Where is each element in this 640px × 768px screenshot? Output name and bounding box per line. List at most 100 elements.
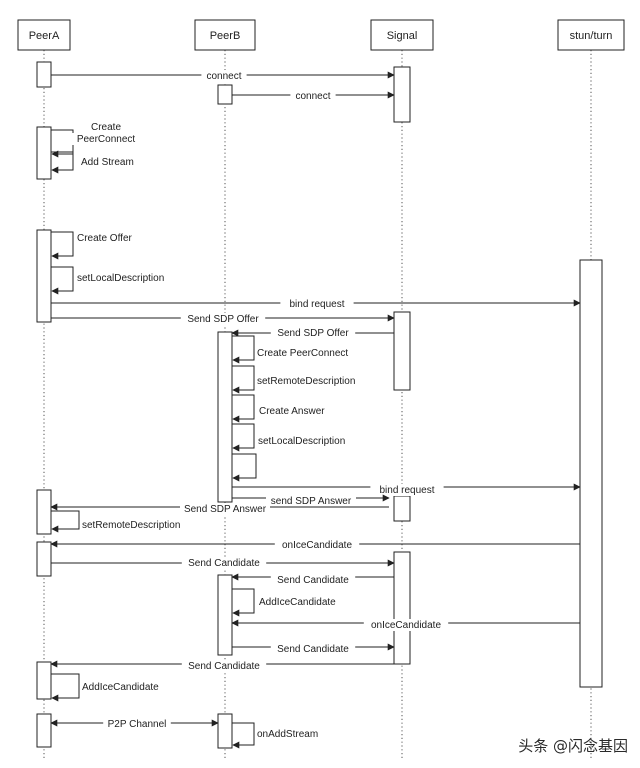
message-label: send SDP Answer [271,496,352,507]
activation-bar-signal [393,66,411,123]
label-background [274,539,360,551]
activation-bar-peera [36,661,52,700]
label-background [80,681,170,693]
self-message-arrow [232,722,255,749]
activation-bar-peera [36,541,52,577]
message-label: setLocalDescription [77,273,164,284]
message-label: bind request [289,299,344,310]
message-m24: Send Candidate [232,643,395,655]
activation-bar-peerb [217,574,233,656]
label-background [255,728,323,740]
label-background [86,121,126,133]
message-m5: Create Offer [51,231,149,260]
participant-label-peerb: PeerB [210,30,241,42]
activation-bar-signal [393,311,411,391]
activation-bar-peera [36,126,52,180]
message-m9: Send SDP Offer [231,327,394,339]
label-background [270,643,356,655]
label-background [180,313,266,325]
message-label: setRemoteDescription [82,520,180,531]
activation-bars [36,61,603,749]
label-background [363,619,449,631]
message-label: setLocalDescription [258,436,345,447]
message-m21: Send Candidate [231,573,394,586]
label-background [103,718,171,730]
message-label: Send SDP Offer [277,328,349,339]
message-label: P2P Channel [108,719,167,730]
message-m2: connect [232,90,395,102]
message-m26: AddIceCandidate [51,673,170,702]
message-m10: Create PeerConnect [232,335,362,364]
message-m14 [232,453,257,482]
self-message-arrow [232,588,255,617]
activation-bar-peerb [217,713,233,749]
message-m18: setRemoteDescription [51,510,198,533]
message-m4: Add Stream [51,151,141,174]
message-label: onIceCandidate [371,620,441,631]
message-m16: send SDP Answer [232,494,390,507]
activation-bar-peera [36,713,52,748]
label-background [255,375,373,387]
self-message-arrow [232,394,255,423]
self-message-arrow [232,365,255,394]
message-m27: P2P Channel [50,718,219,730]
label-background [75,232,149,244]
message-label: Create Answer [259,406,325,417]
label-background [257,596,347,608]
message-m7: bind request [51,298,581,310]
label-background [181,557,267,569]
message-m15: bind request [232,483,581,496]
label-background [266,495,356,507]
message-m17: Send SDP Answer [50,503,389,515]
message-m25: Send Candidate [50,660,394,672]
self-message-arrow [51,266,74,295]
activation-bar-peerb [217,331,233,503]
message-m13: setLocalDescription [232,423,369,452]
participant-label-stun-turn: stun/turn [570,30,613,42]
label-background [75,272,188,284]
activation-bar-peera [36,229,52,323]
label-background [280,298,354,310]
self-message-arrow [232,423,255,452]
message-label: connect [295,91,330,102]
label-background [79,156,141,168]
self-message-arrow [232,453,257,482]
message-label: connect [206,71,241,82]
participant-box-peera [17,19,71,51]
participant-box-signal [370,19,434,51]
activation-bar-signal [393,551,411,665]
self-message-arrow [232,335,255,364]
message-m19: onIceCandidate [50,539,580,551]
message-m23: onIceCandidate [231,619,580,631]
self-message-arrow [51,129,74,158]
watermark: 头条 @闪念基因 [518,737,628,755]
message-m1: connect [51,70,395,82]
message-label: Send SDP Answer [184,504,267,515]
message-label: onAddStream [257,729,318,740]
message-label: Create [91,122,121,133]
participant-label-signal: Signal [387,30,418,42]
self-message-arrow [51,231,74,260]
message-label: Send Candidate [277,644,349,655]
participant-box-peerb [194,19,256,51]
participant-box-stun-turn [557,19,625,51]
label-background [72,133,140,145]
label-background [370,484,444,496]
message-label: AddIceCandidate [82,682,159,693]
message-m28: onAddStream [232,722,323,749]
message-m12: Create Answer [232,394,336,423]
activation-bar-peera [36,61,52,88]
message-label: AddIceCandidate [259,597,336,608]
self-message-arrow [51,510,80,533]
message-label: Send Candidate [188,558,260,569]
label-background [180,503,270,515]
message-label: Send Candidate [277,575,349,586]
message-m6: setLocalDescription [51,266,188,295]
label-background [270,327,356,339]
message-label: PeerConnect [77,134,136,145]
message-label: Create Offer [77,233,133,244]
activation-bar-stun [579,259,603,688]
